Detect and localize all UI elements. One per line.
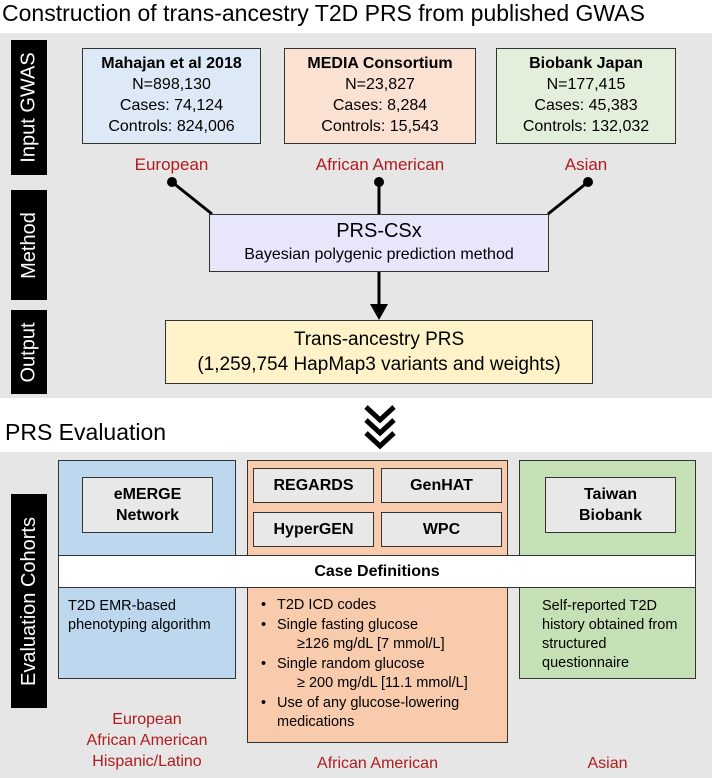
gwas-n: N=898,130 <box>132 76 211 93</box>
bottom-label-left: European African American Hispanic/Latin… <box>86 711 208 770</box>
connector-line-european <box>171 180 213 216</box>
definition-middle-list: T2D ICD codes Single fasting glucose ≥12… <box>257 596 505 733</box>
top-title: Construction of trans-ancestry T2D PRS f… <box>2 0 645 26</box>
chevron-down-icon <box>364 405 396 424</box>
list-item: Single fasting glucose ≥126 mg/dL [7 mmo… <box>257 616 505 655</box>
definition-left: T2D EMR-based phenotyping algorithm <box>68 598 211 633</box>
gwas-n: N=177,415 <box>546 76 626 93</box>
gwas-n: N=23,827 <box>345 76 415 93</box>
gwas-cases: Cases: 45,383 <box>534 97 638 114</box>
gwas-box-mahajan: Mahajan et al 2018 N=898,130 Cases: 74,1… <box>82 48 261 144</box>
method-subtitle: Bayesian polygenic prediction method <box>244 246 514 263</box>
gwas-box-media: MEDIA Consortium N=23,827 Cases: 8,284 C… <box>284 48 476 144</box>
connector-line-asian <box>547 180 589 216</box>
chevron-down-icon <box>364 431 396 450</box>
chevron-down-icon <box>364 418 396 437</box>
gwas-box-biobank-japan: Biobank Japan N=177,415 Cases: 45,383 Co… <box>496 48 676 144</box>
eval-title: PRS Evaluation <box>5 419 167 445</box>
method-title: PRS-CSx <box>336 220 422 242</box>
side-label-output: Output <box>11 310 47 394</box>
cohort-box-regards: REGARDS <box>253 468 374 503</box>
output-line2: (1,259,754 HapMap3 variants and weights) <box>197 354 561 375</box>
ancestry-label-african-american: African American <box>315 155 445 174</box>
case-definitions-bar: Case Definitions <box>58 555 696 588</box>
cohort-box-wpc: WPC <box>381 512 502 547</box>
output-box: Trans-ancestry PRS (1,259,754 HapMap3 va… <box>165 320 593 384</box>
bottom-label-right: Asian <box>587 755 628 772</box>
arrow-head <box>370 304 388 320</box>
gwas-cases: Cases: 8,284 <box>332 97 428 114</box>
side-label-method: Method <box>11 190 47 300</box>
definition-right: Self-reported T2D history obtained from … <box>542 598 678 671</box>
cohort-box-taiwan-biobank: Taiwan Biobank <box>545 477 676 533</box>
ancestry-label-european: European <box>134 155 209 174</box>
list-item: Use of any glucose-lowering medications <box>257 694 505 733</box>
output-line1: Trans-ancestry PRS <box>293 329 465 350</box>
list-item: Single random glucose ≥ 200 mg/dL [11.1 … <box>257 655 505 694</box>
cohort-box-emerge: eMERGE Network <box>82 477 213 533</box>
method-box: PRS-CSx Bayesian polygenic prediction me… <box>209 214 549 272</box>
gwas-name: MEDIA Consortium <box>307 55 453 72</box>
side-label-evaluation: Evaluation Cohorts <box>11 494 47 708</box>
gwas-controls: Controls: 15,543 <box>321 118 439 135</box>
side-label-input: Input GWAS <box>11 40 47 175</box>
bottom-label-middle: African American <box>317 755 438 772</box>
gwas-name: Biobank Japan <box>529 55 643 72</box>
gwas-controls: Controls: 824,006 <box>108 118 235 135</box>
gwas-name: Mahajan et al 2018 <box>101 55 242 72</box>
gwas-controls: Controls: 132,032 <box>522 118 650 135</box>
cohort-box-genhat: GenHAT <box>381 468 502 503</box>
cohort-box-hypergen: HyperGEN <box>253 512 374 547</box>
list-item: T2D ICD codes <box>257 596 505 616</box>
ancestry-label-asian: Asian <box>564 155 608 174</box>
gwas-cases: Cases: 74,124 <box>119 97 224 114</box>
